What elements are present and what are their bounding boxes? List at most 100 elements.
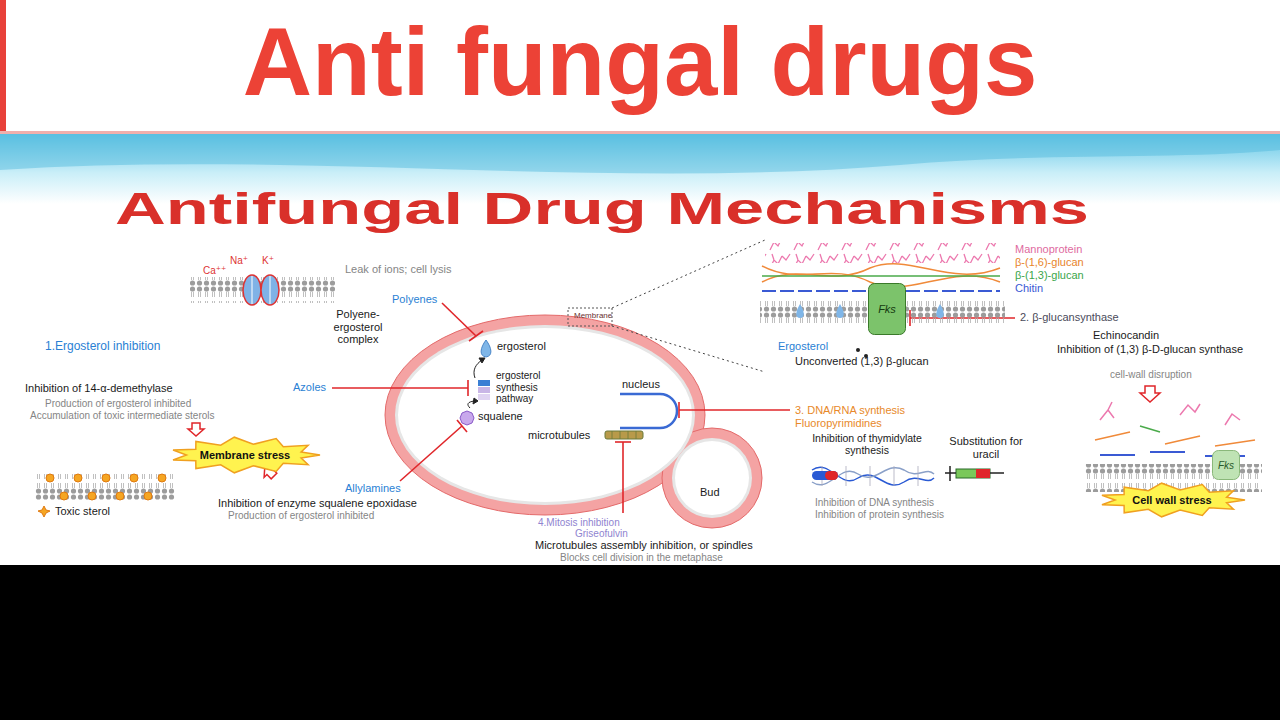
wall-layer-label: Chitin <box>1015 282 1043 295</box>
mechanism-heading: 4.Mitosis inhibition <box>538 517 620 529</box>
node-text: Cell wall stress <box>1132 494 1212 506</box>
box-shape <box>1213 451 1240 480</box>
organelle-label: microtubules <box>528 429 590 442</box>
effect-note: Blocks cell division in the metaphase <box>560 552 723 564</box>
molecule-label: Unconverted (1,3) β-glucan <box>795 355 929 368</box>
toxic-sterol-membrane <box>38 506 50 517</box>
membrane-label: Membrane <box>574 311 612 320</box>
cell-wall-layers <box>762 275 1000 277</box>
header-band <box>0 0 1280 132</box>
inhibition-lines <box>400 426 462 481</box>
cell-wall-layers <box>765 243 1000 263</box>
burst-shape <box>173 437 320 473</box>
mechanism-note: Inhibition of (1,3) β-D-glucan synthase <box>1028 343 1272 356</box>
microtubule-rod <box>605 431 643 439</box>
mechanism-note: Inhibition of enzyme squalene epoxidase <box>218 497 417 510</box>
toxic-sterol-membrane <box>60 492 68 500</box>
mechanism-note: Microtubules assembly inhibition, or spi… <box>535 539 753 552</box>
inhibition-lines <box>622 442 624 513</box>
wall-fragments <box>1140 426 1160 432</box>
toxic-sterol-membrane <box>74 474 82 482</box>
drug-class: Echinocandin <box>1093 329 1159 342</box>
wall-fragments <box>1095 432 1255 446</box>
hollow-arrows <box>188 423 204 436</box>
syringe-icon <box>945 466 1004 481</box>
band-wave <box>0 134 1280 174</box>
legend-label: Toxic sterol <box>55 505 110 518</box>
toxic-sterol-membrane <box>35 474 175 517</box>
pathway-icon <box>478 387 490 393</box>
inhibition-lines <box>615 441 631 443</box>
effect-note: Accumulation of toxic intermediate stero… <box>30 410 215 422</box>
drug-class: Azoles <box>293 381 326 394</box>
molecule-label: ergosterol <box>497 340 546 353</box>
nucleus-shape <box>620 394 677 428</box>
ion-label: Ca⁺⁺ <box>203 265 226 277</box>
hollow-arrows <box>1140 386 1160 402</box>
zoom-lines <box>612 240 765 308</box>
effect-note: Production of ergosterol inhibited <box>45 398 191 410</box>
dna-helix <box>812 467 934 485</box>
effect-note: Inhibition of protein synthesis <box>815 509 944 521</box>
inhibition-lines <box>678 402 680 418</box>
inhibition-lines <box>679 409 790 411</box>
inhibition-lines <box>457 420 467 432</box>
fungal-cell <box>672 438 752 518</box>
cell-wall-layers <box>762 264 1000 282</box>
mechanism-heading: 1.Ergosterol inhibition <box>45 340 160 354</box>
effect-note: Inhibition of DNA synthesis <box>815 497 934 509</box>
drug-class: Griseofulvin <box>575 528 628 540</box>
microtubule-rod <box>612 431 636 439</box>
pathway-label: ergosterol synthesis pathway <box>496 370 558 405</box>
syringe-icon <box>956 469 990 478</box>
pill-icon <box>812 471 838 480</box>
mechanism-note: Inhibition of thymidylate synthesis <box>803 432 931 456</box>
effect-note: Production of ergosterol inhibited <box>228 510 374 522</box>
inhibition-lines <box>469 331 483 341</box>
fungal-cell <box>398 328 692 502</box>
inhibition-lines <box>467 380 469 396</box>
cell-wall-layers <box>856 348 860 352</box>
ion-label: K⁺ <box>262 255 274 267</box>
drug-class: Fluoropyrimidines <box>795 417 882 430</box>
drug-class: Allylamines <box>345 482 401 495</box>
burst-shape <box>1102 483 1245 517</box>
ion-channel-membrane <box>252 276 270 304</box>
box-shape <box>869 284 906 335</box>
pathway-arrows <box>474 360 482 378</box>
pathway-icon <box>478 394 490 400</box>
ion-label: Na⁺ <box>230 255 248 267</box>
fungal-cell <box>675 441 749 515</box>
fungal-cell <box>385 308 762 528</box>
pathway-arrows <box>479 358 485 363</box>
mechanism-heading: 3. DNA/RNA synthesis <box>795 404 905 417</box>
dna-helix <box>812 466 934 486</box>
syringe-icon <box>945 466 1004 481</box>
pathway-icon <box>478 380 490 386</box>
page-title: Anti fungal drugs <box>0 14 1280 110</box>
wall-fragments <box>1100 402 1114 420</box>
inhibition-lines <box>332 387 468 389</box>
toxic-sterol-membrane <box>46 474 54 482</box>
fungal-cell <box>568 308 612 326</box>
toxic-sterol-membrane <box>158 474 166 482</box>
pill-icon <box>825 471 838 480</box>
toxic-sterol-membrane <box>88 492 96 500</box>
dna-helix <box>812 468 934 485</box>
pathway-icon <box>478 380 490 400</box>
mechanism-heading: 2. β-glucansynthase <box>1020 311 1119 324</box>
fungal-cell <box>385 315 705 515</box>
toxic-sterol-membrane <box>35 474 175 500</box>
inhibition-lines <box>332 303 1015 513</box>
zoom-lines <box>612 326 765 372</box>
bud-label: Bud <box>700 486 720 499</box>
fungal-cell <box>395 325 695 505</box>
node-text: Fks <box>1218 460 1234 471</box>
section-heading: Antifungal Drug Mechanisms <box>115 184 1089 235</box>
header-rule <box>0 131 1280 134</box>
enzyme-box: Fks <box>868 283 906 335</box>
effect-note: cell-wall disruption <box>1110 369 1192 381</box>
toxic-sterol-membrane <box>102 474 110 482</box>
